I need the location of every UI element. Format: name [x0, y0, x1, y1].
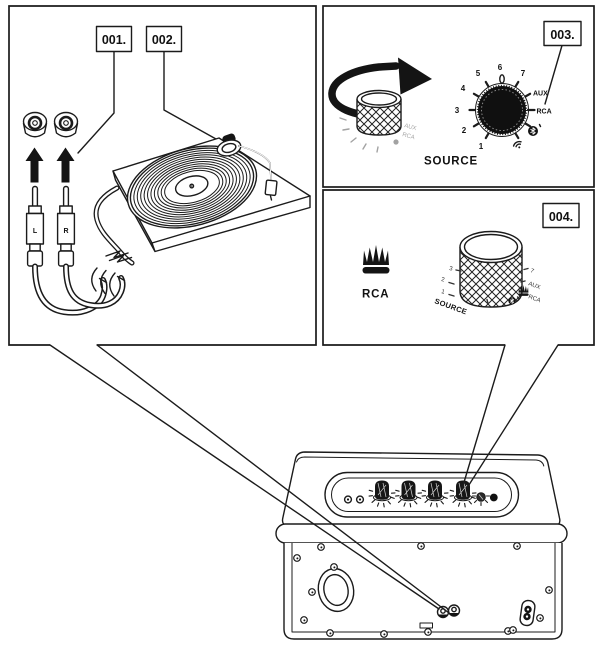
arrow-up-left-icon [25, 147, 44, 183]
top-knob-3 [421, 480, 449, 508]
callout-004: 004. [542, 202, 580, 229]
cabinet-front-inset [291, 542, 556, 633]
knob-pos-1: 1 [441, 289, 446, 296]
knob-pos-2: 2 [441, 277, 446, 284]
panel-cables-turntable-border [8, 5, 317, 346]
pair-button [355, 495, 365, 504]
callout-001: 001. [77, 25, 133, 154]
ghost-rca-label: RCA [401, 132, 415, 141]
rotate-knob: AUX RCA [328, 57, 432, 153]
dial-aux-label: AUX [533, 91, 548, 98]
plug-left-label: L [33, 228, 38, 235]
wireless-icon [512, 140, 522, 149]
rca-plug-left: L [25, 185, 45, 267]
top-knob-2 [395, 480, 423, 508]
dial-pos-7: 7 [521, 69, 526, 78]
knob-ticks [449, 489, 477, 508]
crown-rca-selected: RCA [362, 245, 390, 301]
bluetooth-icon [528, 123, 542, 136]
source-knob-perspective: 3 2 1 SOURCE 7 AUX RCA [433, 230, 541, 316]
dial-pos-4: 4 [461, 84, 466, 93]
callout-002-label: 002. [152, 33, 176, 47]
rotate-knob-ghost-dial: AUX RCA [339, 117, 417, 153]
dial-pos-2: 2 [462, 126, 467, 135]
panel-rca-select-border [322, 189, 595, 346]
plug-right-label: R [63, 228, 68, 235]
dial-ticks [468, 80, 536, 140]
callout-003-label: 003. [550, 28, 574, 42]
rca-selected-caption: RCA [362, 289, 389, 301]
rotation-arrowhead-icon [398, 57, 432, 95]
knob-pos-3: 3 [449, 266, 454, 273]
cabinet-front [283, 543, 563, 640]
callout-002: 002. [145, 25, 217, 140]
leader-lines-rca-jacks [49, 344, 450, 614]
source-caption: SOURCE [424, 156, 478, 168]
knob-aux-label: AUX [527, 281, 541, 291]
callout-003: 003. [543, 20, 582, 105]
dial-pos-3: 3 [455, 106, 460, 115]
rca-socket-right [53, 111, 79, 138]
callout-001-label: 001. [102, 33, 126, 47]
knob-rca-label: RCA [527, 294, 541, 304]
rca-input-jacks [436, 604, 461, 619]
dial-pos-6: 6 [498, 63, 503, 72]
knob-pos-7: 7 [529, 268, 535, 275]
speaker-top-seam [296, 456, 545, 467]
cable-break-mark [91, 250, 133, 297]
top-knob-source [449, 480, 477, 508]
knob-ticks [421, 489, 449, 508]
source-dial: 1 2 3 4 5 6 7 AUX RCA SOURCE [424, 63, 552, 168]
play-button [343, 495, 353, 504]
dial-pos-5: 5 [476, 69, 481, 78]
top-knob-1 [368, 480, 396, 508]
leader-lines-source-knob [461, 344, 559, 490]
cabinet-top-rim [275, 523, 568, 544]
rca-cable-right [63, 263, 126, 309]
serial-plate [419, 622, 433, 629]
crown-icon [362, 245, 390, 274]
callout-004-label: 004. [549, 210, 573, 224]
knob-ticks [395, 489, 423, 508]
turntable [91, 133, 311, 297]
power-button [489, 493, 498, 502]
rca-socket-left [22, 111, 48, 138]
mini-knob [471, 492, 491, 507]
bluetooth-mini-icon [508, 296, 520, 305]
dial-rca-label: RCA [537, 109, 552, 116]
turntable-platter [126, 145, 258, 229]
dial-pos-1: 1 [479, 142, 484, 151]
tonearm [216, 133, 278, 201]
power-inlet [519, 599, 536, 627]
panel-source-dial-border [322, 5, 595, 188]
control-recess-outer [324, 471, 520, 518]
knob-ticks [368, 489, 396, 508]
dial-indicator-mark [499, 74, 505, 84]
speaker [275, 451, 568, 640]
arrow-up-right-icon [56, 147, 75, 183]
control-recess-inner [331, 477, 512, 512]
rca-plug-right: R [56, 185, 76, 267]
ghost-aux-label: AUX [403, 123, 416, 132]
turntable-power-cable [93, 185, 135, 266]
